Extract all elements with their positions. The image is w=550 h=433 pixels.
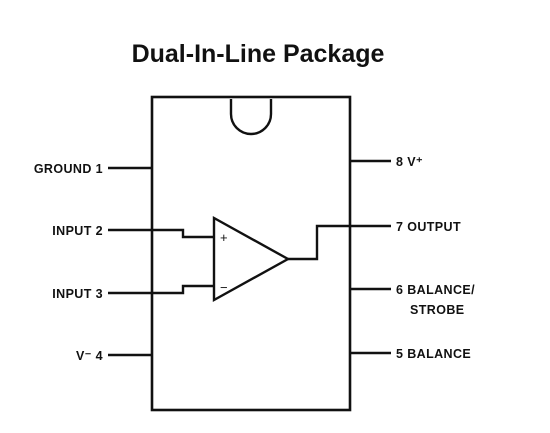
pin-2-label: INPUT 2 bbox=[52, 224, 103, 238]
pin-7-label: 7 OUTPUT bbox=[396, 220, 461, 234]
input-2-wire bbox=[152, 228, 214, 239]
pin-1-label: GROUND 1 bbox=[34, 162, 103, 176]
pin-4-label: V⁻ 4 bbox=[76, 349, 103, 363]
pin-6-label-line2: STROBE bbox=[410, 303, 465, 317]
pin-3-label: INPUT 3 bbox=[52, 287, 103, 301]
pin-5-label: 5 BALANCE bbox=[396, 347, 471, 361]
opamp-triangle bbox=[212, 215, 291, 303]
pin-6-label: 6 BALANCE/ bbox=[396, 283, 475, 297]
pin-8-label: 8 V⁺ bbox=[396, 155, 423, 169]
output-wire bbox=[288, 224, 350, 261]
package-notch bbox=[229, 99, 273, 136]
input-3-wire bbox=[152, 284, 214, 295]
diagram-title: Dual-In-Line Package bbox=[132, 40, 385, 68]
opamp-plus-sign: + bbox=[220, 230, 228, 245]
opamp-minus-sign: − bbox=[220, 280, 228, 295]
